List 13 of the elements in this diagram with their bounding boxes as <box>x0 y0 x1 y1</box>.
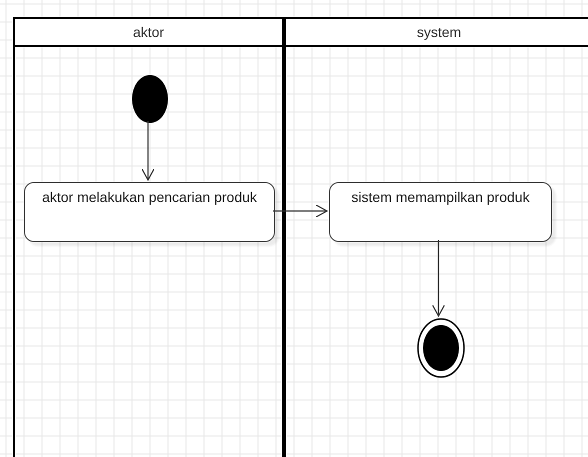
end-node <box>417 318 465 378</box>
action-label: aktor melakukan pencarian produk <box>41 189 258 206</box>
action-label: sistem memampilkan produk <box>350 189 531 206</box>
arrow <box>141 121 155 181</box>
arrow <box>273 204 328 218</box>
swimlane <box>13 17 284 457</box>
arrow <box>432 240 446 317</box>
swimlane <box>284 17 588 457</box>
start-node <box>132 75 168 123</box>
lane-title: aktor <box>132 22 164 42</box>
action-box <box>329 182 552 242</box>
action-box <box>24 182 275 242</box>
lane-title: system <box>416 22 462 42</box>
